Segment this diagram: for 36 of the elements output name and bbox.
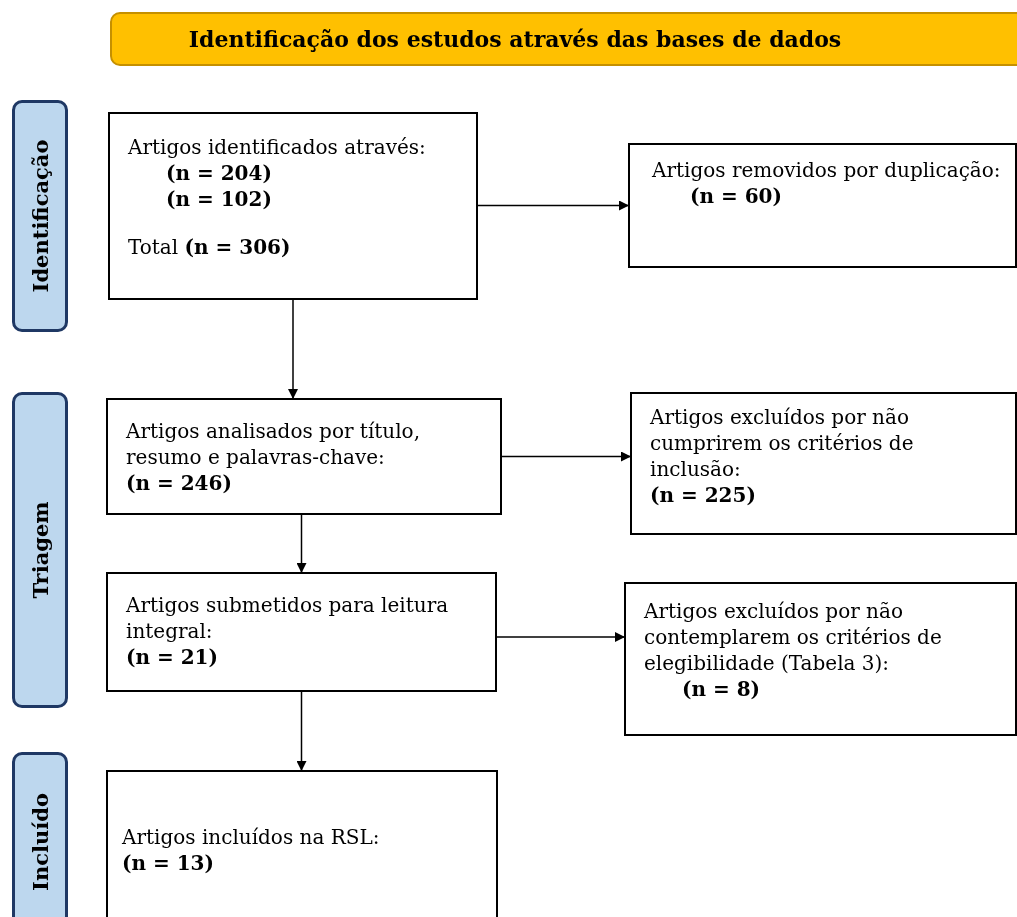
- count-text: Total (n = 306): [128, 234, 292, 260]
- process-box: [108, 112, 478, 300]
- arrow: [501, 451, 631, 462]
- box-text: Artigos incluídos na RSL:: [122, 824, 381, 850]
- process-box: [624, 582, 1017, 736]
- arrow: [296, 691, 307, 771]
- stage-label-band: [12, 392, 68, 708]
- stage-label: Triagem: [27, 501, 53, 599]
- box-text: Artigos analisados por título, resumo e palavras-chave:: [126, 418, 421, 470]
- box-text: Artigos excluídos por não cumprirem os critérios de inclusão:: [650, 404, 915, 482]
- process-box: [106, 398, 502, 515]
- process-box: [106, 770, 498, 917]
- box-text: Artigos excluídos por não contemplarem os critérios de elegibilidade (Tabela 3):: [644, 598, 943, 676]
- box-text: Artigos identificados através:: [128, 134, 427, 160]
- process-box: [628, 143, 1017, 268]
- stage-label-band: [12, 100, 68, 332]
- arrow: [496, 632, 625, 642]
- count-text: (n = 225): [650, 482, 757, 508]
- stage-label: Identificação: [27, 139, 53, 293]
- process-box: [630, 392, 1017, 535]
- count-text: (n = 60): [689, 183, 783, 209]
- title-banner: Identificação dos estudos através das bases de dados: [110, 12, 1017, 66]
- arrow: [477, 200, 629, 211]
- count-text: (n = 8): [681, 676, 762, 702]
- arrow: [288, 299, 298, 399]
- process-box: [106, 572, 497, 692]
- count-text: (n = 13): [122, 850, 215, 876]
- stage-label-band: [12, 752, 68, 917]
- count-text: (n = 102): [165, 186, 273, 212]
- count-text: (n = 204): [165, 160, 273, 186]
- count-text: (n = 21): [126, 644, 219, 670]
- arrow: [296, 514, 307, 573]
- stage-label: Incluído: [27, 793, 53, 891]
- box-text: Artigos submetidos para leitura integral:: [126, 592, 450, 644]
- box-text: Artigos removidos por duplicação:: [652, 157, 1001, 183]
- count-text: (n = 246): [126, 470, 233, 496]
